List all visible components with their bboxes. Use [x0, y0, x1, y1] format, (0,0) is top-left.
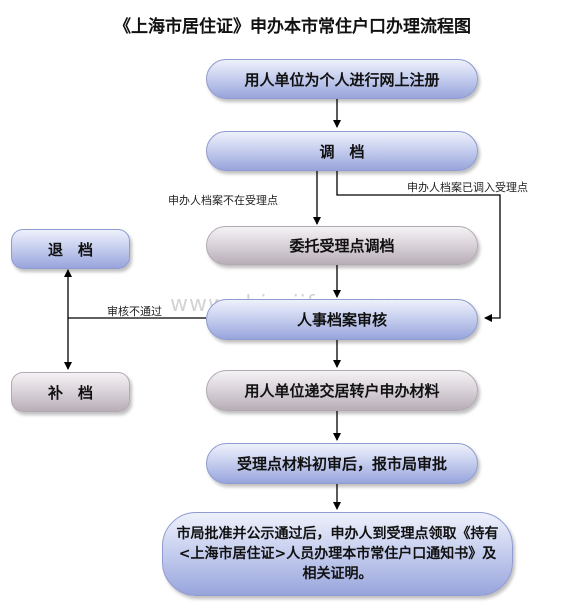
side-supplement-file: 补 档 [11, 372, 130, 412]
label-not-at-point: 申办人档案不在受理点 [168, 194, 278, 207]
side-return-file: 退 档 [11, 229, 130, 269]
step-preliminary: 受理点材料初审后，报市局审批 [206, 443, 478, 484]
step-entrust: 委托受理点调档 [206, 226, 478, 265]
step-review: 人事档案审核 [206, 299, 478, 340]
page-title: 《上海市居住证》申办本市常住户口办理流程图 [114, 17, 471, 37]
step-submit: 用人单位递交居转户申办材料 [206, 370, 478, 411]
label-not-passed: 审核不通过 [107, 305, 162, 318]
label-already-at-point: 申办人档案已调入受理点 [407, 181, 528, 194]
arrow-transfer-to-review [336, 170, 501, 322]
step-transfer-file: 调 档 [206, 131, 478, 171]
step-final: 市局批准并公示通过后，申办人到受理点领取《持有<上海市居住证>人员办理本市常住户… [162, 512, 513, 596]
step-register: 用人单位为个人进行网上注册 [206, 59, 478, 99]
